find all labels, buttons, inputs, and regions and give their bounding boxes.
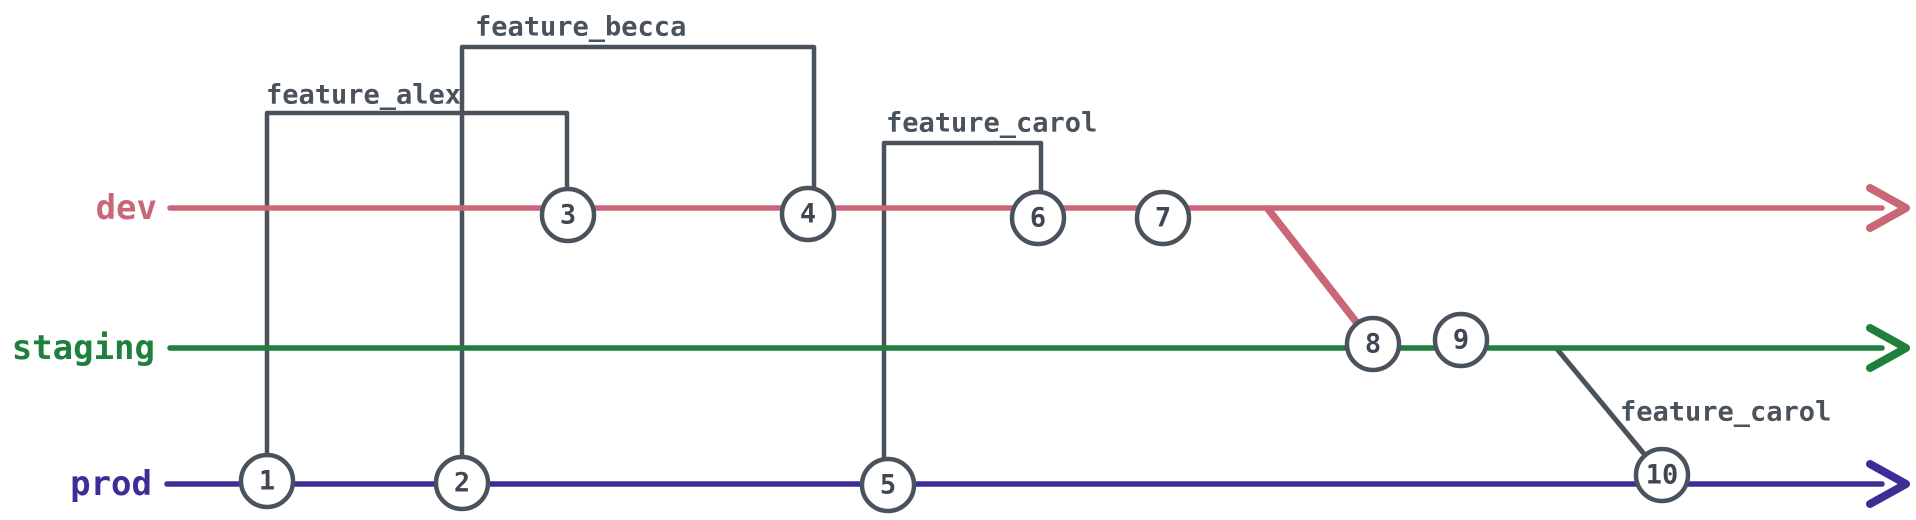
- commit-node-8: 8: [1344, 315, 1402, 373]
- staging-arrowhead-icon: [1866, 324, 1910, 372]
- branch-dev: dev: [96, 184, 1910, 232]
- feature-carol-merge-line: [1554, 346, 1648, 458]
- commit-10-circle: [1633, 446, 1691, 504]
- commit-node-9: 9: [1432, 311, 1490, 369]
- commit-1-circle: [238, 452, 296, 510]
- feature-carol-label: feature_carol: [886, 108, 1097, 139]
- commit-3-circle: [539, 186, 597, 244]
- commit-4-number: 4: [800, 199, 816, 230]
- commit-node-5: 5: [859, 456, 917, 514]
- feature-carol-merge-label: feature_carol: [1620, 397, 1831, 428]
- dev-arrowhead-icon: [1866, 184, 1910, 232]
- prod-arrowhead-icon: [1866, 460, 1910, 508]
- commit-5-number: 5: [880, 470, 896, 501]
- commit-8-circle: [1344, 315, 1402, 373]
- commit-5-circle: [859, 456, 917, 514]
- commit-node-7: 7: [1134, 189, 1192, 247]
- commit-nodes: 1 2 3 4 5 6 7: [238, 185, 1691, 514]
- commit-4-circle: [779, 185, 837, 243]
- commit-7-number: 7: [1155, 203, 1171, 234]
- feature-alex-branch-line: [264, 110, 570, 459]
- feature-labels: feature_alex feature_becca feature_carol…: [266, 12, 1831, 428]
- commit-node-2: 2: [433, 454, 491, 512]
- branch-staging: staging: [12, 324, 1910, 372]
- commit-3-number: 3: [560, 200, 576, 231]
- commit-10-number: 10: [1646, 460, 1679, 491]
- commit-node-3: 3: [539, 186, 597, 244]
- feature-becca-label: feature_becca: [475, 12, 686, 43]
- commit-2-circle: [433, 454, 491, 512]
- commit-node-10: 10: [1633, 446, 1691, 504]
- prod-branch-label: prod: [70, 464, 152, 504]
- dev-branch-label: dev: [96, 188, 157, 228]
- commit-2-number: 2: [454, 468, 470, 499]
- feature-becca-branch-line: [459, 44, 817, 461]
- commit-node-4: 4: [779, 185, 837, 243]
- commit-node-6: 6: [1009, 189, 1067, 247]
- dev-to-staging-merge-line: [1264, 205, 1361, 327]
- commit-8-number: 8: [1365, 329, 1381, 360]
- commit-6-circle: [1009, 189, 1067, 247]
- feature-carol-branch-line: [881, 140, 1044, 463]
- commit-node-1: 1: [238, 452, 296, 510]
- commit-7-circle: [1134, 189, 1192, 247]
- commit-9-number: 9: [1453, 325, 1469, 356]
- commit-6-number: 6: [1030, 203, 1046, 234]
- feature-branch-lines: [264, 44, 1648, 463]
- branch-prod: prod: [70, 460, 1910, 508]
- commit-1-number: 1: [259, 466, 275, 497]
- staging-branch-label: staging: [12, 328, 155, 368]
- feature-alex-label: feature_alex: [266, 80, 461, 111]
- commit-9-circle: [1432, 311, 1490, 369]
